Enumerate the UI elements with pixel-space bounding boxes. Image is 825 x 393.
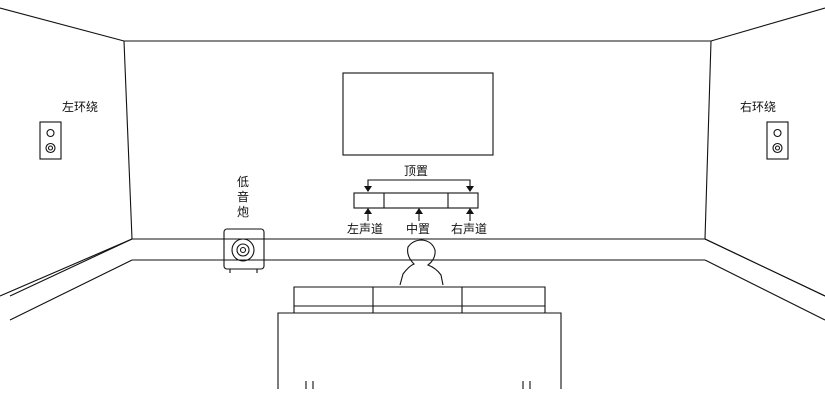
- subwoofer-label-3: 炮: [237, 205, 249, 219]
- left-channel-arrowhead: [364, 208, 372, 214]
- top-right-arrowhead: [466, 186, 474, 192]
- center-label: 中置: [406, 221, 430, 236]
- right-channel-arrowhead: [466, 208, 474, 214]
- tv-screen: [342, 72, 494, 156]
- top-label: 顶置: [404, 164, 428, 178]
- left-channel-label: 左声道: [347, 221, 383, 236]
- surround-right-label: 右环绕: [740, 99, 776, 114]
- right-channel-label: 右声道: [451, 221, 487, 236]
- subwoofer: [223, 228, 265, 273]
- baseboard-right: [704, 238, 825, 321]
- right-surround-speaker: [766, 121, 789, 160]
- center-arrowhead: [415, 208, 423, 214]
- top-arrow-bracket: [367, 179, 471, 191]
- baseboard-left: [0, 238, 133, 321]
- top-left-arrowhead: [364, 186, 372, 192]
- room-ceiling-left-edge: [0, 7, 125, 42]
- back-wall-outline: [123, 40, 712, 240]
- room-floor-left-edge: [9, 238, 133, 297]
- subwoofer-label-1: 低: [237, 175, 249, 189]
- listener-silhouette: [399, 239, 444, 286]
- sofa: [277, 286, 562, 389]
- subwoofer-label-2: 音: [237, 189, 249, 204]
- surround-left-label: 左环绕: [62, 99, 98, 114]
- soundbar: [353, 192, 479, 209]
- left-surround-speaker: [39, 121, 62, 160]
- room-ceiling-right-edge: [710, 7, 825, 42]
